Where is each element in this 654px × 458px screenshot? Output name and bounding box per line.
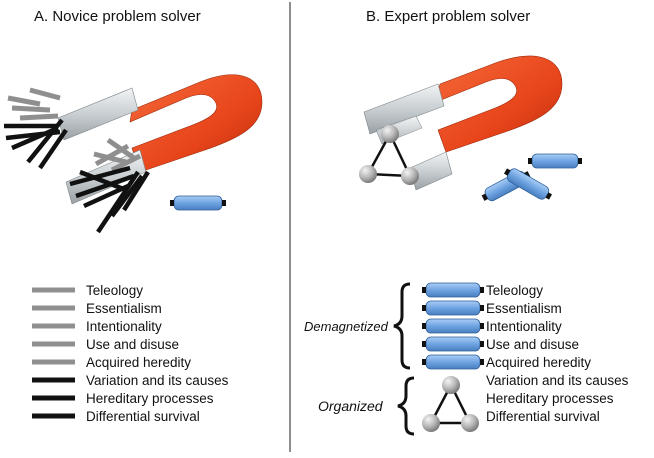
novice-concept-label: Hereditary processes (86, 391, 214, 406)
naive-filing (7, 95, 41, 107)
novice-concept-label: Acquired heredity (86, 355, 191, 370)
naive-filing (19, 113, 59, 121)
expert-panel-title: B. Expert problem solver (366, 8, 530, 25)
capsule-icon (503, 168, 553, 200)
loose-capsules (481, 153, 582, 202)
atom-triangle-icon (359, 125, 419, 185)
naive-filing (110, 153, 142, 173)
expert-concept-label: Use and disuse (486, 337, 579, 352)
novice-panel-title: A. Novice problem solver (34, 8, 201, 25)
capsule-icon (528, 153, 582, 169)
expert-concept-label: Essentialism (486, 301, 562, 316)
novice-concept-label: Use and disuse (86, 337, 179, 352)
key-filing (26, 118, 64, 164)
novice-filings (4, 87, 150, 234)
capsule-icon (422, 336, 484, 352)
key-filing (110, 174, 144, 218)
key-filing (38, 128, 68, 170)
capsule-icon (422, 318, 484, 334)
expert-concept-label: Acquired heredity (486, 355, 591, 370)
key-filing (96, 170, 140, 234)
novice-concept-label: Teleology (86, 283, 143, 298)
naive-filing (11, 105, 51, 113)
organized-brace (397, 376, 415, 436)
novice-legend: Teleology Essentialism Intentionality Us… (32, 283, 229, 424)
expert-concept-label: Teleology (486, 283, 543, 298)
demagnetized-label: Demagnetized (304, 319, 389, 334)
atom-triangle-icon (422, 376, 479, 432)
capsule-icon (422, 300, 484, 316)
key-filing (69, 165, 131, 187)
novice-concept-label: Variation and its causes (86, 373, 229, 388)
novice-concept-label: Intentionality (86, 319, 162, 334)
capsule-icon (422, 354, 484, 370)
expert-magnet-icon (363, 55, 563, 191)
expert-concept-label: Intentionality (486, 319, 562, 334)
expert-concept-label: Hereditary processes (486, 391, 614, 406)
capsule-icon (422, 282, 484, 298)
expert-legend: Demagnetized Teleology Essentialism Inte… (304, 282, 629, 436)
capsule-icon (170, 195, 226, 211)
expert-concept-label: Variation and its causes (486, 373, 629, 388)
naive-filing (106, 137, 136, 161)
key-filing (122, 170, 150, 212)
expert-concept-label: Differential survival (486, 409, 600, 424)
novice-concept-label: Differential survival (86, 409, 200, 424)
novice-concept-label: Essentialism (86, 301, 162, 316)
demagnetized-brace (393, 282, 411, 370)
naive-filing (29, 87, 61, 101)
novice-magnet-icon (57, 74, 263, 205)
key-filing (75, 173, 135, 199)
key-filing (79, 169, 127, 193)
organized-label: Organized (318, 398, 384, 414)
naive-filing (93, 151, 127, 165)
